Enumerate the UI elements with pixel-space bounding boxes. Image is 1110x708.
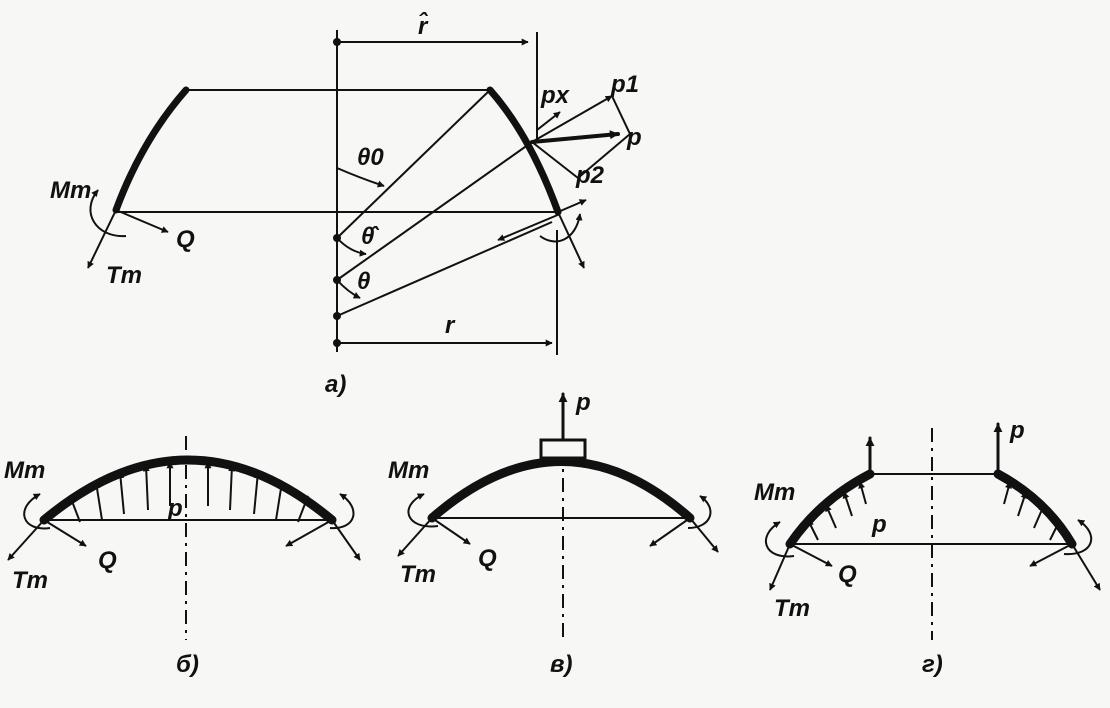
figure-g: p p Mm Q Tm г): [754, 417, 1101, 678]
p2-component-line: [531, 141, 579, 179]
mm-label-b: Mm: [4, 457, 45, 484]
normal-line-theta0: [336, 89, 491, 239]
caption-a: а): [325, 371, 346, 398]
parallelogram-side: [577, 133, 631, 179]
q-label-b: Q: [98, 547, 117, 574]
mm-label-v: Mm: [388, 457, 429, 484]
pressure-arrows-g: [807, 481, 1061, 541]
theta-label: θ: [357, 268, 370, 295]
tm-label-b: Tm: [12, 567, 48, 594]
pressure-arrows-b: [68, 461, 310, 523]
p-label: p: [626, 124, 642, 151]
theta0-label: θ0: [357, 144, 384, 171]
tm-label-v: Tm: [400, 561, 436, 588]
p-vector: [530, 130, 620, 144]
theta0-arc: [336, 167, 385, 188]
p-label-g: p: [871, 511, 887, 538]
normal-line-theta-hat: [336, 141, 533, 281]
p-label-v: p: [575, 389, 591, 416]
moment-arrow-right-g: [1063, 519, 1093, 556]
moment-arrow-left: [89, 189, 127, 238]
tm-arrow-right-b: [331, 519, 361, 561]
shell-v: [427, 457, 695, 523]
tm-arrow-b: [7, 519, 45, 561]
p-label-b: p: [167, 495, 183, 522]
tm-label: Tm: [106, 262, 142, 289]
shell-left-g: [785, 469, 875, 549]
q-arrow-left: [115, 209, 169, 233]
q-arrow-g: [789, 543, 833, 567]
r-hat-label: r̂: [418, 12, 429, 40]
moment-arrow-left-v: [407, 493, 439, 528]
caption-g: г): [922, 651, 943, 678]
px-label: px: [540, 82, 571, 109]
tm-arrow-right: [557, 211, 585, 269]
tm-arrow-right-g: [1071, 543, 1101, 591]
tm-label-g: Tm: [774, 595, 810, 622]
r-label: r: [445, 312, 456, 339]
caption-b: б): [176, 651, 199, 678]
q-arrow-right-g: [1029, 543, 1073, 567]
tm-arrow-right-v: [689, 517, 719, 553]
p2-label: p2: [575, 162, 605, 189]
q-arrow-v: [431, 517, 471, 545]
theta-hat-label: θ̂: [361, 223, 379, 250]
theta-arc: [336, 279, 361, 299]
p1-label: p1: [610, 71, 639, 98]
figure-a: r̂ r θ0 θ̂ θ px p1 p p2: [50, 12, 642, 398]
q-label-v: Q: [478, 545, 497, 572]
shell-right-segment: [486, 86, 562, 216]
tm-arrow-g: [769, 543, 791, 591]
p-label-right-g: p: [1009, 417, 1025, 444]
figure-b: p Mm Q Tm б): [4, 436, 361, 678]
figure-v: p Mm Q Tm в): [388, 389, 719, 678]
shell-b: [39, 455, 337, 525]
q-arrow-b: [43, 519, 87, 547]
q-arrow-right-v: [649, 517, 691, 547]
moment-arrow-left-b: [23, 493, 51, 530]
q-label-g: Q: [838, 561, 857, 588]
normal-line-theta: [336, 221, 553, 317]
q-arrow-right: [557, 199, 587, 213]
q-arrow-right-b: [285, 519, 333, 547]
shell-left-segment: [112, 86, 190, 214]
moment-arrow-right: [539, 213, 583, 243]
tm-arrow-left: [87, 209, 117, 269]
q-label: Q: [176, 226, 195, 253]
mm-label-g: Mm: [754, 479, 795, 506]
p1-vector: [531, 95, 613, 143]
normal-arrow-right: [497, 213, 561, 241]
parallelogram-side: [611, 95, 631, 135]
caption-v: в): [550, 651, 573, 678]
theta-hat-arc: [336, 237, 367, 257]
boss-v: [539, 438, 587, 460]
moment-arrow-right-v: [687, 495, 712, 529]
px-arrow: [536, 111, 561, 131]
tm-arrow-v: [397, 517, 433, 557]
mm-label: Mm: [50, 177, 91, 204]
